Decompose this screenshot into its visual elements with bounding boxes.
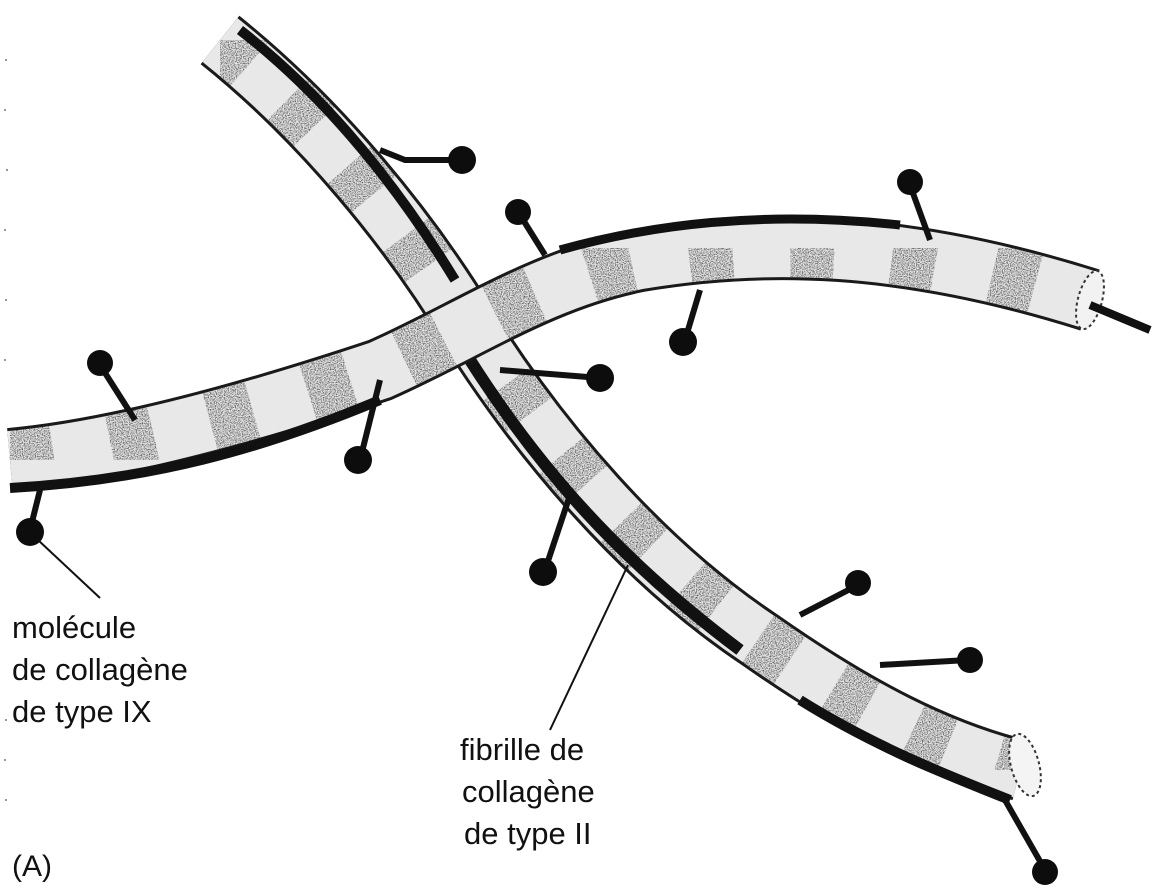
type-ix-leader-line xyxy=(38,540,100,598)
type-ii-label-line: fibrille de xyxy=(460,732,584,767)
globular-head xyxy=(505,199,531,225)
type-ii-label: fibrille de collagène de type II xyxy=(460,732,603,851)
globular-head xyxy=(87,350,113,376)
type-ix-label-line: de collagène xyxy=(12,652,188,687)
globular-head xyxy=(845,570,871,596)
panel-label: (A) xyxy=(12,850,52,883)
type-ii-label-line: de type II xyxy=(464,816,592,851)
type-ii-leader-line xyxy=(550,565,628,730)
globular-head xyxy=(1032,859,1058,885)
globular-head xyxy=(529,558,557,586)
globular-head xyxy=(586,364,614,392)
type-ix-label-line: molécule xyxy=(12,610,136,645)
type-ix-molecule xyxy=(545,495,570,570)
globular-head xyxy=(344,446,372,474)
type-ix-molecule xyxy=(880,660,968,665)
globular-head xyxy=(669,328,697,356)
type-ix-molecule xyxy=(1005,800,1045,870)
type-ii-label-line: collagène xyxy=(462,774,595,809)
type-ix-label-line: de type IX xyxy=(12,694,152,729)
type-ix-label: molécule de collagène de type IX xyxy=(12,610,196,729)
globular-head xyxy=(957,647,983,673)
globular-head xyxy=(448,146,476,174)
type-ix-molecule xyxy=(380,150,460,160)
globular-head xyxy=(897,169,923,195)
